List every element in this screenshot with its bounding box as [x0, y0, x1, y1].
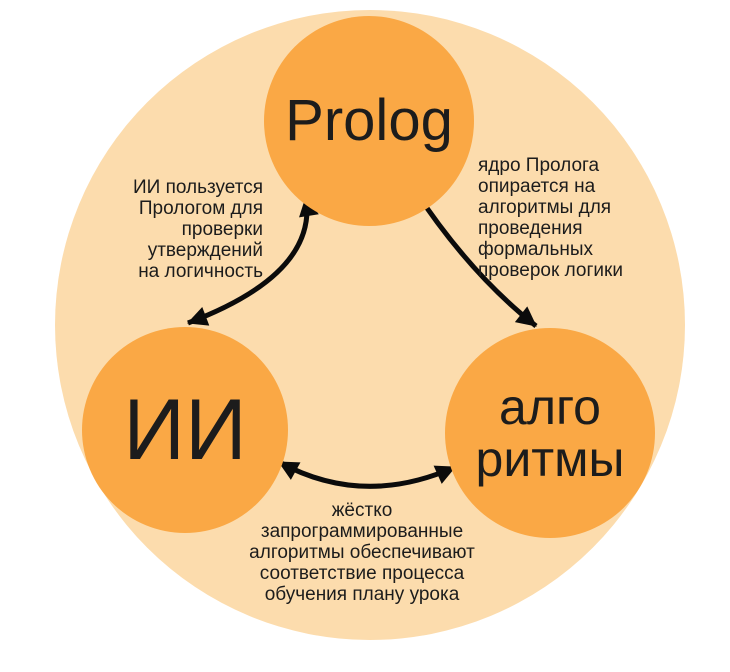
node-algorithms: алго ритмы	[445, 328, 655, 538]
edge-label-prolog-algorithms: ядро Пролога опирается на алгоритмы для …	[478, 155, 623, 281]
edge-label-ii-prolog: ИИ пользуется Прологом для проверки утве…	[132, 177, 263, 282]
node-ii: ИИ	[82, 327, 288, 533]
edge-label-algorithms-ii: жёстко запрограммированные алгоритмы обе…	[249, 500, 475, 605]
node-prolog: Prolog	[264, 16, 474, 226]
